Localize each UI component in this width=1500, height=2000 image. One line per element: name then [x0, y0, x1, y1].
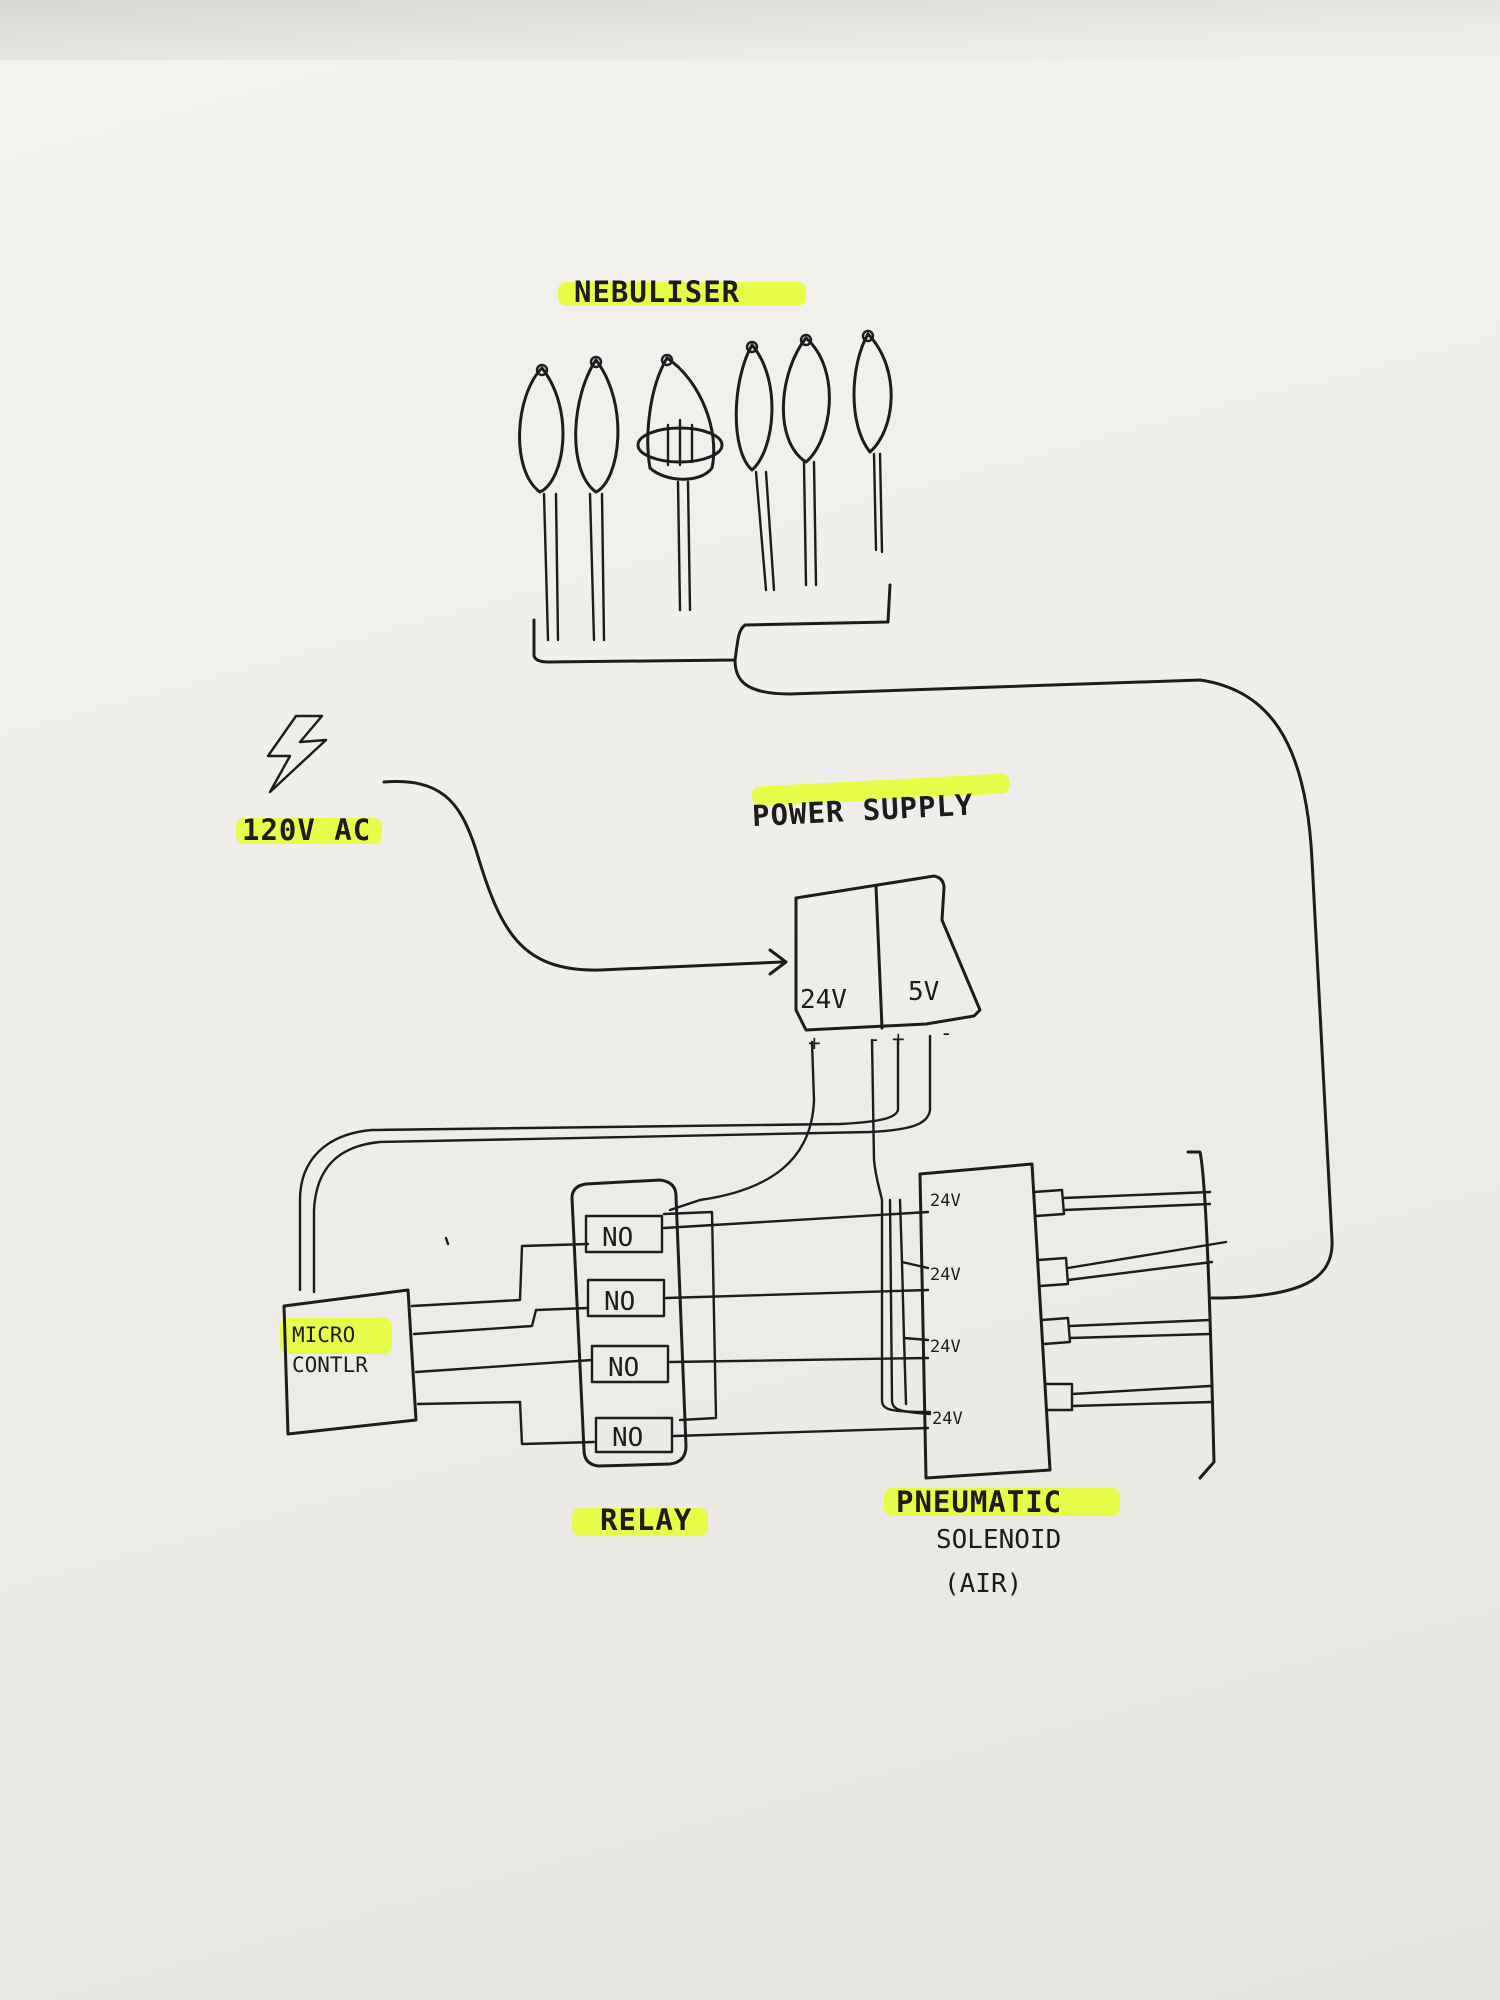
- tube-1: [542, 492, 560, 642]
- micro-label-line2: CONTLR: [292, 1353, 368, 1377]
- solenoid-label-line1: PNEUMATIC: [896, 1485, 1062, 1519]
- relay-contact-2: [586, 1278, 666, 1318]
- micro-controller-box: [282, 1288, 418, 1436]
- micro-highlight: [280, 1318, 392, 1354]
- relay-common-loop: [662, 1210, 718, 1422]
- relay-no-3: NO: [608, 1353, 639, 1383]
- solenoid-output-1: [1062, 1190, 1212, 1212]
- nebuliser-3: [646, 356, 716, 481]
- relay-no-4: NO: [612, 1423, 643, 1453]
- solenoid-label-line3: (AIR): [944, 1569, 1022, 1599]
- nebuliser-label: NEBULISER: [574, 275, 740, 309]
- ac-source-label: 120V AC: [242, 813, 371, 847]
- nebuliser-manifold: [532, 583, 892, 664]
- micro-to-relay-1: [410, 1242, 590, 1308]
- ac-highlight: [236, 818, 382, 844]
- power-supply-box: [794, 874, 982, 1032]
- micro-to-relay-4: [416, 1400, 596, 1446]
- relay-label: RELAY: [600, 1503, 692, 1537]
- psu-24v-plus-wire: [668, 1040, 816, 1212]
- nebuliser-5: [781, 336, 831, 464]
- micro-label-line1: MICRO: [292, 1323, 355, 1347]
- solenoid-highlight: [884, 1488, 1120, 1516]
- relay-no-2: NO: [604, 1287, 635, 1317]
- relay-contact-4: [594, 1416, 674, 1454]
- solenoid-output-4: [1070, 1384, 1214, 1408]
- solenoid-24v-1: 24V: [930, 1191, 961, 1211]
- tube-4: [754, 470, 776, 592]
- solenoid-24v-2: 24V: [930, 1265, 961, 1285]
- nebuliser-highlight: [558, 282, 806, 306]
- ac-input-line: [382, 780, 784, 972]
- psu-24v-label: 24V: [800, 985, 847, 1015]
- solenoid-ports: [1032, 1188, 1074, 1412]
- tube-6: [872, 452, 884, 554]
- psu-5v-plus-wire: [298, 1038, 900, 1292]
- lightning-bolt-icon: [266, 714, 328, 794]
- relay-highlight: [572, 1508, 708, 1536]
- air-supply-line: [733, 658, 1334, 1300]
- tube-3: [676, 480, 692, 612]
- solenoid-24v-3: 24V: [930, 1337, 961, 1357]
- nebuliser-6: [852, 332, 893, 454]
- micro-to-relay-2: [412, 1306, 590, 1336]
- psu-plus-24v: +: [808, 1031, 821, 1055]
- tube-2: [588, 492, 606, 642]
- psu-minus-5v: -: [940, 1021, 953, 1045]
- solenoid-common-bus: [888, 1198, 932, 1416]
- nebuliser-2: [574, 358, 620, 494]
- solenoid-output-2: [1066, 1240, 1228, 1282]
- relay-to-solenoid-1: [662, 1210, 930, 1230]
- power-supply-highlight: [752, 773, 1010, 807]
- nebuliser-3-detail: [666, 418, 694, 467]
- power-supply-unit: [794, 874, 982, 1032]
- solenoid-24v-4: 24V: [932, 1409, 963, 1429]
- relay-contacts: [584, 1214, 674, 1454]
- relay-to-solenoid-4: [672, 1426, 930, 1438]
- relay-to-solenoid-2: [664, 1288, 930, 1300]
- solenoid-output-3: [1068, 1318, 1212, 1340]
- ac-arrow-head: [768, 948, 788, 976]
- nebuliser-1: [518, 366, 565, 494]
- tube-5: [802, 460, 818, 587]
- solenoid-label-line2: SOLENOID: [936, 1525, 1061, 1555]
- micro-to-relay-3: [414, 1358, 594, 1374]
- nebuliser-4: [734, 343, 774, 472]
- pen-mark: [444, 1236, 450, 1246]
- power-supply-divider: [874, 884, 884, 1030]
- output-manifold: [1186, 1150, 1216, 1480]
- solenoid-block: [918, 1162, 1052, 1480]
- psu-minus-24v: -: [868, 1027, 881, 1051]
- relay-contact-3: [590, 1344, 670, 1384]
- relay-contact-1: [584, 1214, 664, 1254]
- psu-5v-minus-wire: [312, 1034, 932, 1294]
- relay-board: [570, 1178, 688, 1468]
- relay-no-1: NO: [602, 1223, 633, 1253]
- nebuliser-group: [518, 329, 1334, 1300]
- psu-5v-label: 5V: [908, 977, 939, 1007]
- solenoid-common-taps: [898, 1198, 930, 1406]
- paper-top-edge: [0, 0, 1500, 60]
- relay-to-solenoid-3: [668, 1356, 930, 1364]
